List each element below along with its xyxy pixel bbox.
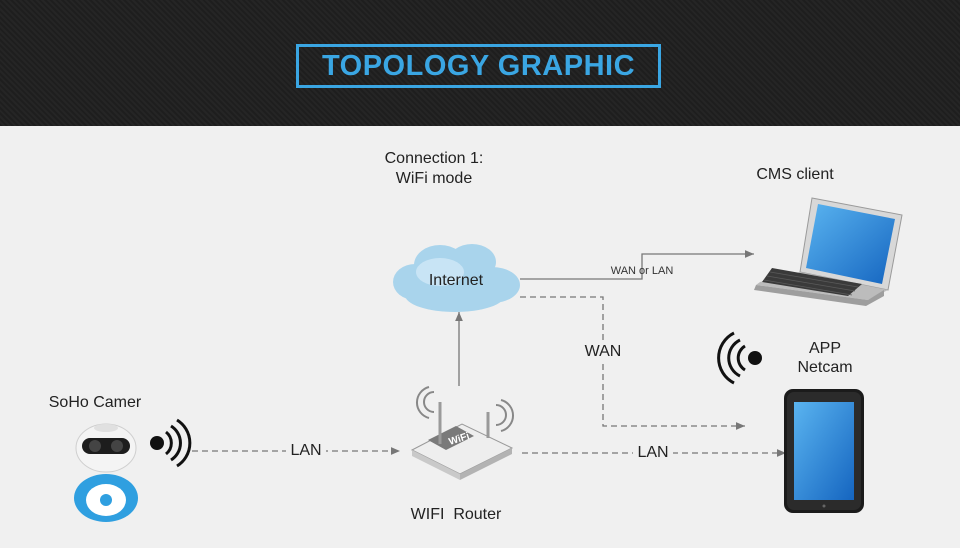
tablet-icon: [784, 389, 864, 513]
wifi-router-icon: WiFi: [410, 386, 514, 480]
lan-label-left: LAN: [290, 442, 322, 459]
connection-line-2: WiFi mode: [395, 170, 473, 187]
connection-line-1: Connection 1:: [384, 150, 484, 167]
wifi-router-label: WIFI Router: [410, 506, 502, 523]
soho-camera-label: SoHo Camer: [48, 394, 142, 411]
app-label: APP: [808, 340, 841, 357]
app-signal-icon: [717, 331, 762, 385]
laptop-icon: [754, 197, 903, 306]
header-banner: TOPOLOGY GRAPHIC: [0, 0, 960, 126]
lan-label-right: LAN: [637, 444, 669, 461]
camera-signal-icon: [150, 418, 192, 468]
internet-cloud-icon: [393, 244, 520, 312]
wan-or-lan-link: [520, 250, 754, 280]
soho-camera-icon: [74, 423, 138, 522]
wan-label: WAN: [584, 343, 622, 360]
wan-link: [520, 296, 745, 430]
page-title: TOPOLOGY GRAPHIC: [296, 44, 661, 88]
cms-client-label: CMS client: [756, 166, 834, 183]
wan-or-lan-label: WAN or LAN: [610, 265, 674, 277]
netcam-label: Netcam: [797, 359, 853, 376]
connection-title: Connection 1: WiFi mode: [376, 150, 492, 188]
internet-label: Internet: [428, 272, 484, 289]
